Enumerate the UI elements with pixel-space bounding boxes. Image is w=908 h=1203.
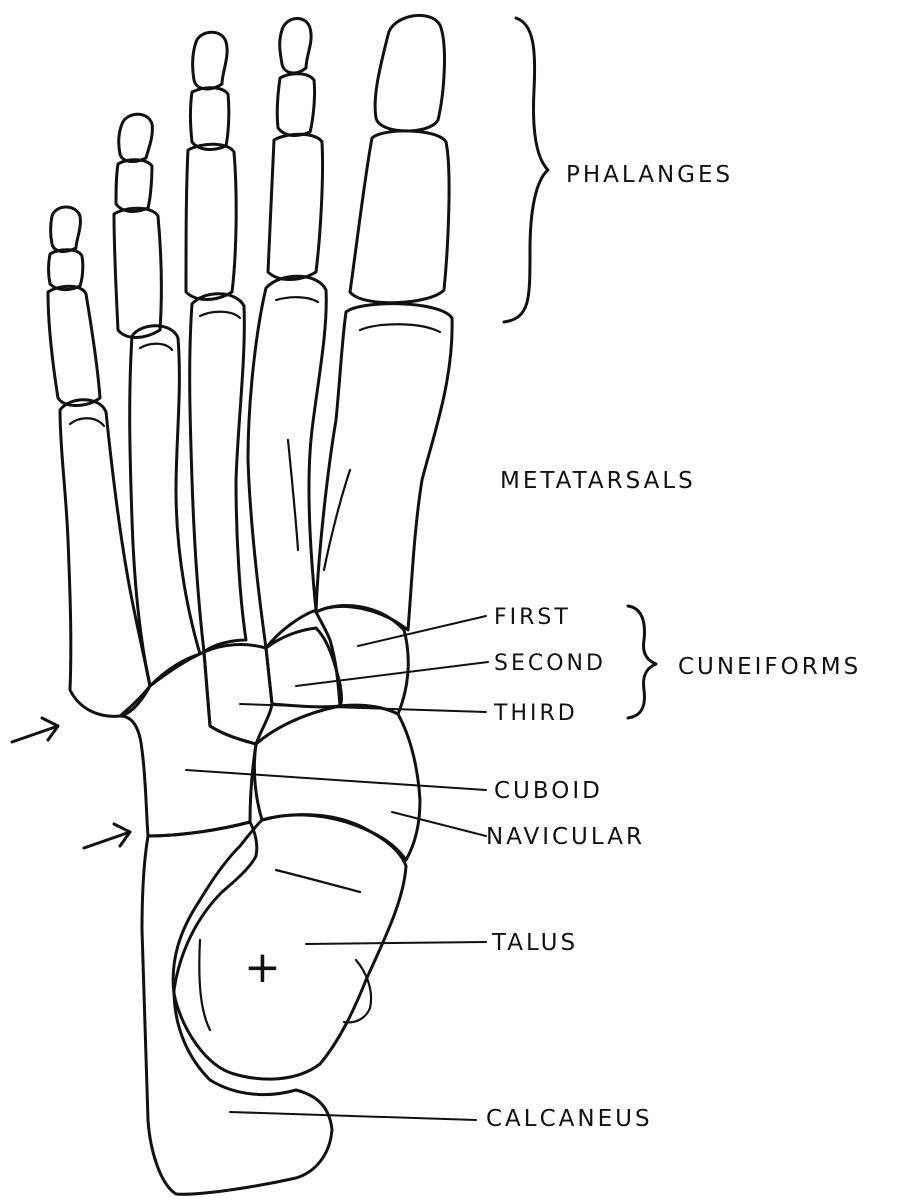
phalanges-brace — [504, 18, 548, 322]
phalanges — [48, 15, 449, 405]
leader-lines — [186, 616, 488, 1120]
arrow-icon — [84, 824, 130, 848]
label-phalanges: PHALANGES — [566, 162, 733, 188]
arrow-icon — [12, 718, 58, 742]
label-navicular: NAVICULAR — [486, 824, 645, 850]
navicular — [254, 705, 420, 860]
talus-center-mark: + — [244, 942, 281, 993]
talus — [173, 815, 406, 1080]
label-third: THIRD — [493, 701, 578, 726]
label-talus: TALUS — [491, 930, 578, 956]
label-first: FIRST — [494, 605, 571, 630]
cuneiforms-brace — [628, 606, 656, 718]
label-metatarsals: METATARSALS — [500, 468, 696, 494]
label-cuboid: CUBOID — [494, 778, 603, 804]
metatarsals — [60, 276, 452, 716]
cuboid — [120, 652, 256, 836]
label-calcaneus: CALCANEUS — [486, 1106, 653, 1132]
first-cuneiform — [316, 606, 408, 714]
tarsals — [120, 606, 420, 1195]
label-cuneiforms: CUNEIFORMS — [678, 654, 861, 680]
label-second: SECOND — [494, 651, 606, 676]
